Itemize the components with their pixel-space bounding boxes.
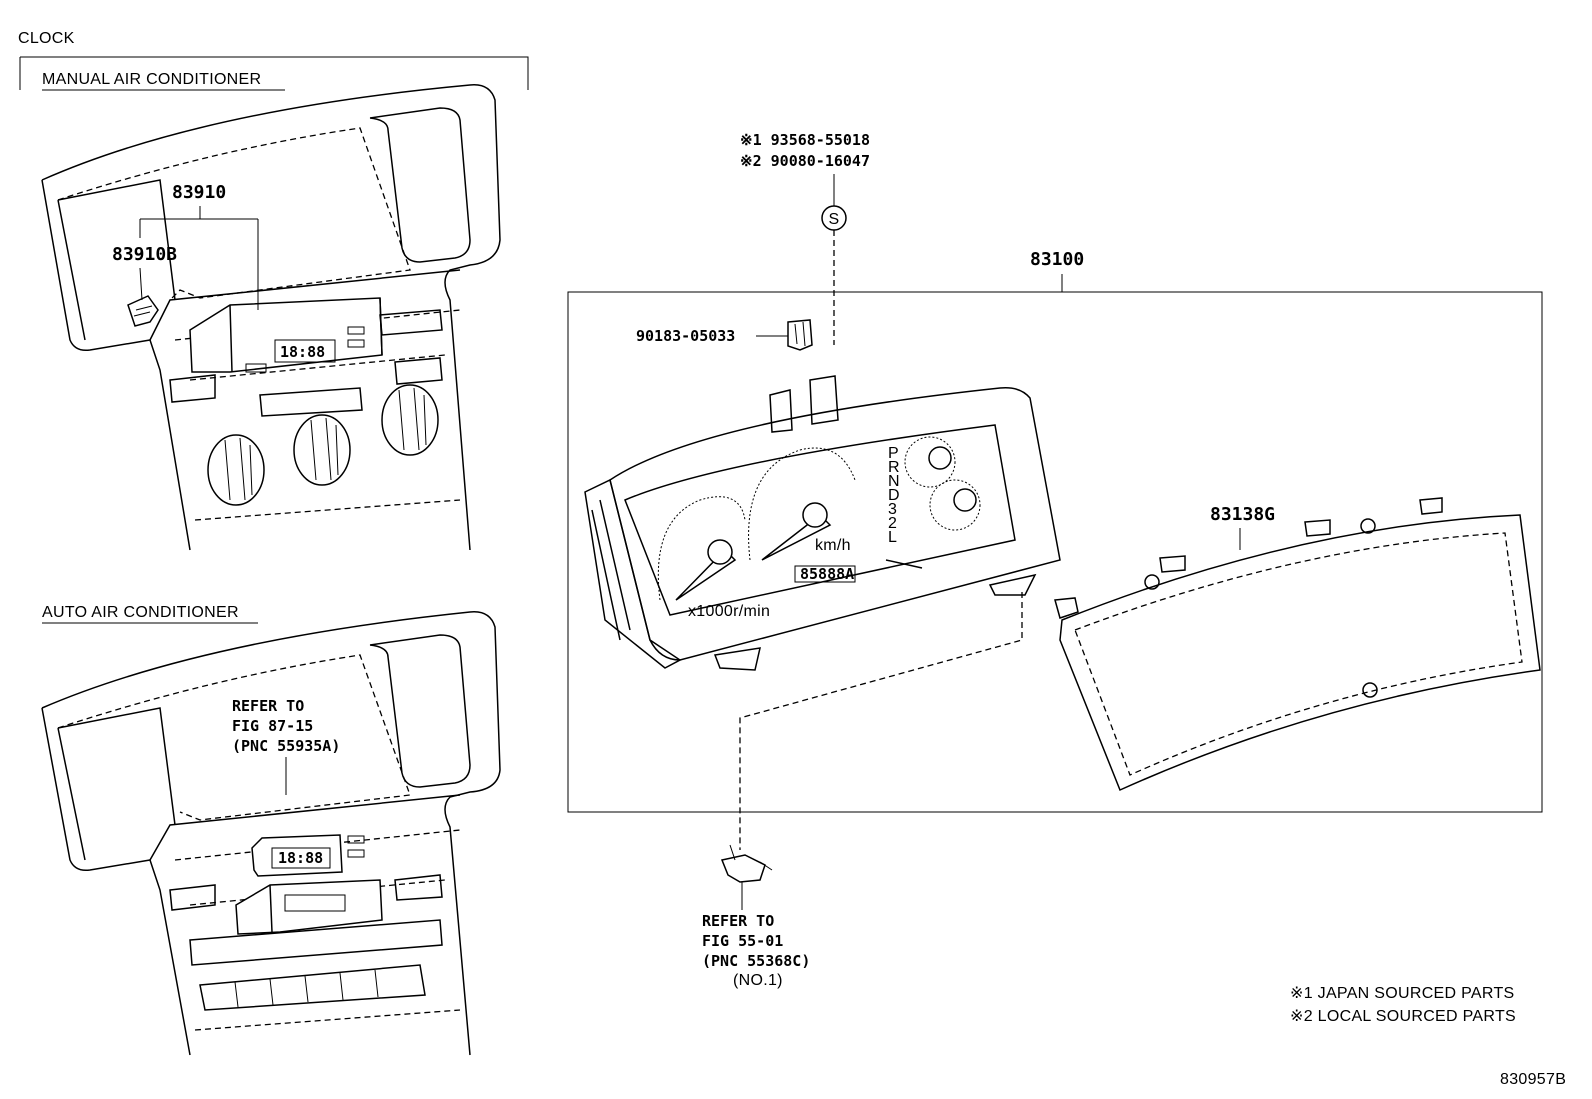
- kmh-label: km/h: [815, 537, 851, 554]
- refer-a-line2: FIG 87-15: [232, 717, 313, 735]
- part-83100-label: 83100: [1030, 249, 1084, 270]
- clock-bracket: [19, 56, 529, 90]
- gear-r: R: [888, 459, 900, 476]
- part-83138g-label: 83138G: [1210, 504, 1275, 525]
- part-83910-leader: [139, 206, 259, 310]
- rpm-label: x1000r/min: [688, 603, 770, 620]
- part-83910b-label: 83910B: [112, 244, 177, 265]
- clock-section: CLOCK MANUAL AIR CONDITIONER 18:88: [18, 30, 529, 1056]
- gauge-cluster-illustration: 85888A km/h x1000r/min: [584, 375, 1061, 671]
- gear-d: D: [888, 487, 900, 504]
- clip-illustration: [787, 319, 813, 351]
- part-83910-label: 83910: [172, 182, 226, 203]
- refer-b-line2: FIG 55-01: [702, 932, 783, 950]
- auto-ac-dash-illustration: 18:88: [41, 611, 501, 1056]
- manual-ac-heading: MANUAL AIR CONDITIONER: [42, 71, 261, 88]
- refer-b-line1: REFER TO: [702, 912, 774, 930]
- figure-id: 830957B: [1500, 1071, 1566, 1088]
- harness-clip-illustration: [720, 854, 766, 883]
- lens-illustration: [1054, 497, 1541, 792]
- screw-local-label: ※2 90080-16047: [740, 152, 870, 170]
- manual-clock-display: 18:88: [280, 343, 325, 361]
- clock-title: CLOCK: [18, 30, 75, 47]
- gear-2: 2: [888, 515, 897, 532]
- gear-l: L: [888, 529, 897, 546]
- refer-a-line1: REFER TO: [232, 697, 304, 715]
- part-83910b-leader: [139, 267, 143, 301]
- meter-section: ※1 93568-55018 ※2 90080-16047 S 83100 90…: [567, 131, 1543, 989]
- refer-a-line3: (PNC 55935A): [232, 737, 340, 755]
- refer-b-line4: (NO.1): [733, 972, 783, 989]
- note-japan: ※1 JAPAN SOURCED PARTS: [1290, 985, 1515, 1002]
- auto-ac-heading: AUTO AIR CONDITIONER: [42, 604, 239, 621]
- screw-symbol: S: [829, 211, 840, 228]
- screw-japan-label: ※1 93568-55018: [740, 131, 870, 149]
- note-local: ※2 LOCAL SOURCED PARTS: [1290, 1008, 1516, 1025]
- odometer: 85888A: [800, 565, 854, 583]
- part-83100-frame: [567, 291, 1543, 813]
- auto-clock-display: 18:88: [278, 849, 323, 867]
- gear-3: 3: [888, 501, 897, 518]
- manual-ac-dash-illustration: 18:88: [41, 84, 501, 551]
- part-clip-label: 90183-05033: [636, 327, 735, 345]
- refer-b-line3: (PNC 55368C): [702, 952, 810, 970]
- gear-p: P: [888, 445, 899, 462]
- gear-n: N: [888, 473, 900, 490]
